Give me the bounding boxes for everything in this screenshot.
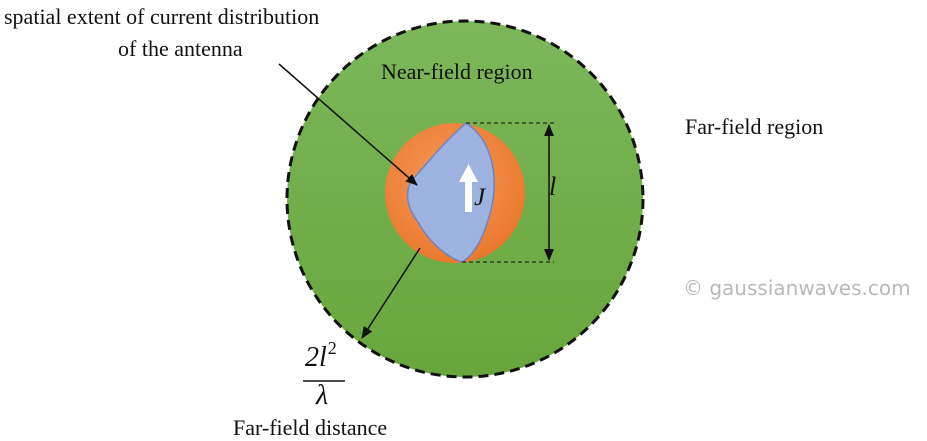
formula-denominator: λ — [316, 380, 329, 411]
spatial-extent-label-line1: spatial extent of current distribution — [4, 4, 320, 29]
formula-exponent: 2 — [327, 338, 337, 358]
formula-numerator: 2l2 — [305, 338, 337, 374]
formula-numerator-base: 2l — [305, 342, 327, 373]
watermark-text: © gaussianwaves.com — [683, 276, 911, 300]
current-arrow-head — [459, 164, 478, 182]
near-field-label: Near-field region — [381, 59, 533, 84]
current-symbol: J — [474, 184, 486, 211]
far-field-boundary — [285, 19, 645, 379]
current-arrow-shaft — [465, 180, 472, 212]
spatial-extent-leader-arrow — [278, 63, 418, 186]
far-field-label: Far-field region — [685, 114, 824, 139]
far-field-distance-label: Far-field distance — [233, 415, 388, 440]
far-field-distance-arrow — [361, 247, 421, 339]
spatial-extent-label-line2: of the antenna — [118, 36, 243, 61]
length-symbol: l — [549, 172, 557, 201]
